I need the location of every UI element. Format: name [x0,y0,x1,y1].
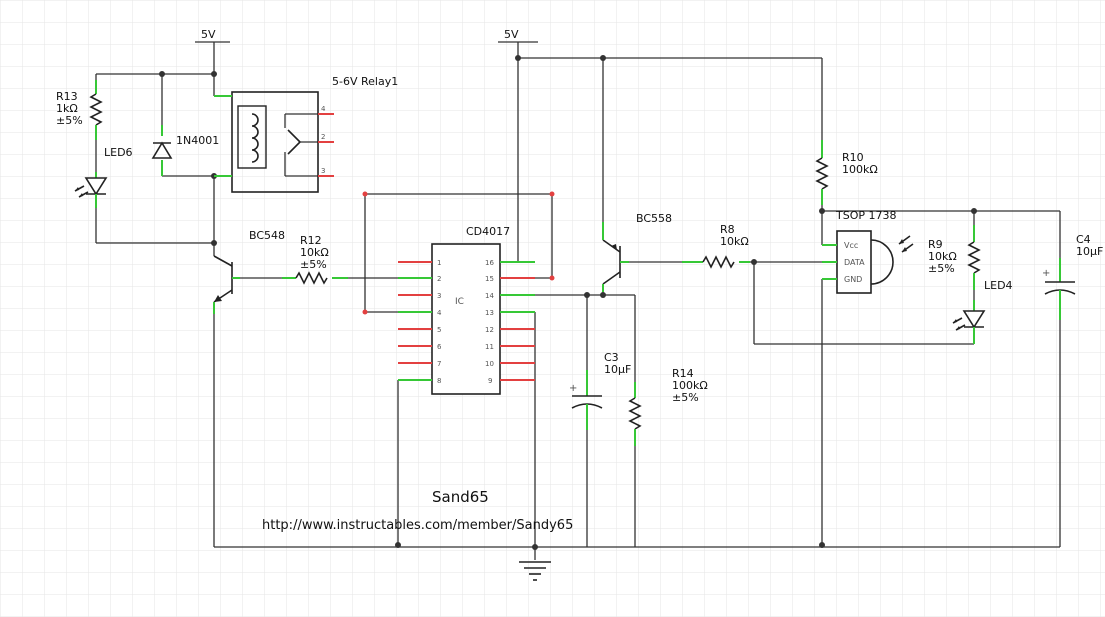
r9-value: 10kΩ [928,250,957,263]
relay-pin-b: 2 [321,133,325,141]
r8-value: 10kΩ [720,235,749,248]
resistor-r14 [628,382,642,446]
ic-pin-7: 7 [437,360,441,368]
resistor-r9 [967,225,981,290]
capacitor-c3: + [569,370,603,430]
diode-1n4001 [151,125,173,176]
r13-value: 1kΩ [56,102,78,115]
ic-right-pins [500,261,535,381]
ic-pin-14: 14 [485,292,494,300]
c4-value: 10µF [1076,245,1103,258]
ic-body-label: IC [455,297,464,307]
relay-pin-c: 3 [321,167,325,175]
ic-pin-12: 12 [485,326,494,334]
r14-value: 100kΩ [672,379,708,392]
r13-name: R13 [56,90,78,103]
supply-right-label: 5V [504,28,519,41]
relay-pin-a: 4 [321,105,326,113]
relay-symbol [214,91,334,193]
resistor-r10 [815,140,829,205]
c3-name: C3 [604,351,619,364]
ic-pin-1: 1 [437,259,441,267]
led6-symbol [74,172,108,208]
c4-name: C4 [1076,233,1091,246]
r10-value: 100kΩ [842,163,878,176]
r8-name: R8 [720,223,735,236]
author-label: Sand65 [432,488,489,506]
relay-label: 5-6V Relay1 [332,75,398,88]
transistor-bc548 [213,255,240,314]
supply-left-label: 5V [201,28,216,41]
ic-pin-16: 16 [485,259,494,267]
c3-plus-mark: + [569,383,577,394]
tsop-pin-gnd: GND [844,275,862,284]
ic-name: CD4017 [466,225,510,238]
ic-pin-15: 15 [485,275,494,283]
r12-value: 10kΩ [300,246,329,259]
capacitor-c4: + [1042,258,1076,320]
wires [95,41,1061,560]
ir-receiver-tsop1738 [822,230,914,294]
r12-tol: ±5% [300,258,327,271]
ic-pin-10: 10 [485,360,494,368]
resistor-r12 [282,271,348,285]
ic-pin-4: 4 [437,309,442,317]
bc548-label: BC548 [249,229,285,242]
ic-pin-11: 11 [485,343,494,351]
resistor-r8 [682,255,750,269]
r9-tol: ±5% [928,262,955,275]
transistor-bc558 [602,222,629,292]
diode-label: 1N4001 [176,134,219,147]
ic-left-pins [398,261,432,381]
led6-label: LED6 [104,146,133,159]
led4-label: LED4 [984,279,1013,292]
r13-tol: ±5% [56,114,83,127]
author-url: http://www.instructables.com/member/Sand… [262,518,573,533]
ic-right-pin-numbers: 16 15 14 13 12 11 10 9 [485,259,494,385]
r9-name: R9 [928,238,943,251]
junctions [159,55,977,550]
ic-pin-5: 5 [437,326,441,334]
led4-symbol [952,300,986,344]
r10-name: R10 [842,151,864,164]
tsop-label: TSOP 1738 [835,209,896,222]
ic-left-pin-numbers: 1 2 3 4 5 6 7 8 [437,259,442,385]
tsop-pin-data: DATA [844,258,865,267]
tsop-pin-vcc: Vcc [844,241,858,250]
ic-pin-6: 6 [437,343,442,351]
ic-pin-2: 2 [437,275,441,283]
c4-plus-mark: + [1042,268,1050,279]
r14-name: R14 [672,367,694,380]
bc558-label: BC558 [636,212,672,225]
ic-pin-13: 13 [485,309,494,317]
r12-name: R12 [300,234,322,247]
ground-symbol [519,561,551,581]
resistor-r13 [89,80,103,172]
ic-cd4017 [398,243,535,395]
r14-tol: ±5% [672,391,699,404]
ic-pin-9: 9 [488,377,492,385]
c3-value: 10µF [604,363,631,376]
ic-pin-8: 8 [437,377,441,385]
ic-pin-3: 3 [437,292,441,300]
